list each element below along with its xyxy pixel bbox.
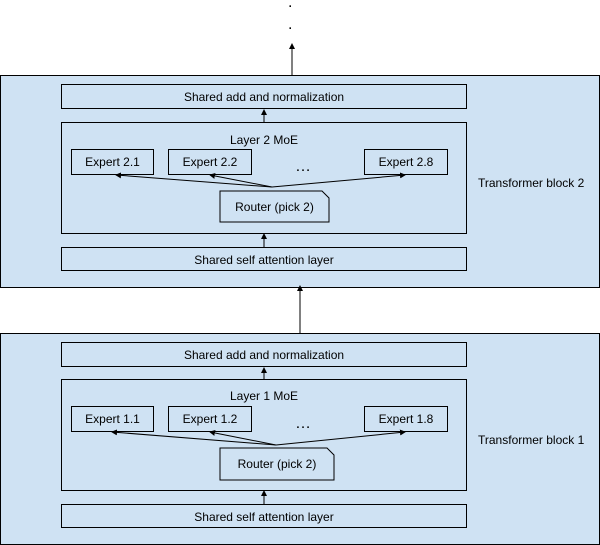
self-attention-label: Shared self attention layer <box>194 253 334 267</box>
arrow-router1-expert-1-2 <box>209 430 277 446</box>
add-norm-label: Shared add and normalization <box>183 90 345 104</box>
moe-title: Layer 1 MoE <box>229 389 299 403</box>
moe-title: Layer 2 MoE <box>229 133 299 147</box>
continuation-dot-1: . <box>288 0 293 11</box>
arrow-router2-expert-2-1 <box>115 172 273 188</box>
expert-2-2: Expert 2.2 <box>168 149 252 175</box>
arrow-router1-expert-1-8 <box>275 429 406 446</box>
router-block-1: Router (pick 2) <box>220 448 334 480</box>
expert-1-2: Expert 1.2 <box>168 406 252 432</box>
continuation-dot-2: . <box>288 16 293 33</box>
expert-2-1: Expert 2.1 <box>71 149 154 175</box>
self-attention-label: Shared self attention layer <box>194 510 334 524</box>
add-norm-label: Shared add and normalization <box>183 348 345 362</box>
arrow-router2-expert-2-2 <box>209 173 273 188</box>
self-attention-box-block-1: Shared self attention layer <box>61 504 467 528</box>
add-norm-box-block-1: Shared add and normalization <box>61 342 467 367</box>
add-norm-box-block-2: Shared add and normalization <box>61 84 467 109</box>
block-label-1: Transformer block 1 <box>478 433 585 447</box>
router-outline-block-2 <box>219 190 330 223</box>
router-block-2: Router (pick 2) <box>220 191 329 222</box>
experts-ellipsis: … <box>295 158 311 175</box>
arrow-router1-expert-1-1 <box>111 429 277 446</box>
block-label-2: Transformer block 2 <box>478 176 585 190</box>
router-outline-block-1 <box>219 447 335 481</box>
self-attention-box-block-2: Shared self attention layer <box>61 247 467 271</box>
experts-ellipsis: … <box>295 415 311 432</box>
arrow-router2-expert-2-8 <box>271 172 406 188</box>
expert-1-8: Expert 1.8 <box>364 406 448 432</box>
expert-2-8: Expert 2.8 <box>364 149 448 175</box>
